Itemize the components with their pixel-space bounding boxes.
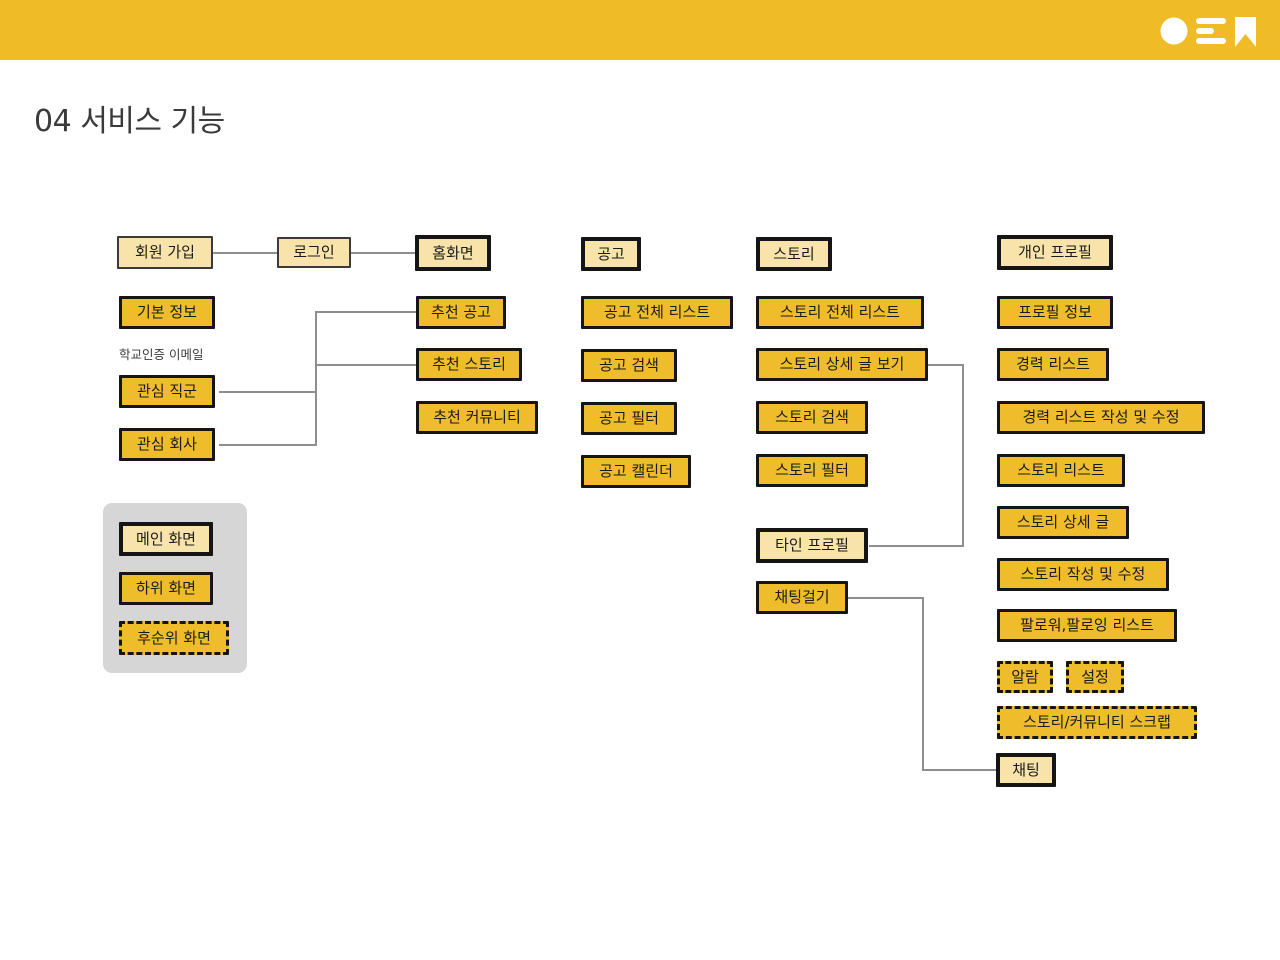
node-interest-job[interactable]: 관심 직군 xyxy=(119,375,215,408)
connector-elbow-to-chat xyxy=(922,769,997,771)
node-notice[interactable]: 공고 xyxy=(581,237,641,271)
node-career-list-edit[interactable]: 경력 리스트 작성 및 수정 xyxy=(997,401,1205,434)
node-notice-calendar[interactable]: 공고 캘린더 xyxy=(581,455,691,488)
logo-bar-middle-icon xyxy=(1196,28,1214,34)
connector-story-detail-elbow xyxy=(962,364,964,547)
node-follower-following-list[interactable]: 팔로워,팔로잉 리스트 xyxy=(997,609,1177,642)
node-profile-info[interactable]: 프로필 정보 xyxy=(997,296,1113,329)
node-basic-info[interactable]: 기본 정보 xyxy=(119,296,215,329)
node-notice-search[interactable]: 공고 검색 xyxy=(581,349,677,382)
legend-item-main-screen: 메인 화면 xyxy=(119,522,213,556)
node-story-all-list[interactable]: 스토리 전체 리스트 xyxy=(756,296,924,329)
connector-chat-elbow xyxy=(922,597,924,771)
node-story-search[interactable]: 스토리 검색 xyxy=(756,401,868,434)
node-recommended-community[interactable]: 추천 커뮤니티 xyxy=(416,401,538,434)
node-story-detail-post[interactable]: 스토리 상세 글 xyxy=(997,506,1129,539)
connector-login-to-home xyxy=(351,252,415,254)
connector-interest-company-to-trunk xyxy=(219,444,317,446)
connector-start-chat-to-elbow xyxy=(848,597,924,599)
connector-interest-job-to-trunk xyxy=(219,391,317,393)
page-title: 04 서비스 기능 xyxy=(34,104,225,139)
node-notice-filter[interactable]: 공고 필터 xyxy=(581,402,677,435)
connector-story-detail-to-elbow xyxy=(928,364,964,366)
brand-logo xyxy=(1160,17,1256,47)
node-chat[interactable]: 채팅 xyxy=(996,753,1056,787)
node-story[interactable]: 스토리 xyxy=(756,237,832,271)
annotation-school-email: 학교인증 이메일 xyxy=(119,347,204,362)
node-recommended-story[interactable]: 추천 스토리 xyxy=(416,348,522,381)
node-notification[interactable]: 알람 xyxy=(997,661,1053,693)
node-signup[interactable]: 회원 가입 xyxy=(117,236,213,269)
legend-item-low-priority-screen: 후순위 화면 xyxy=(119,621,229,655)
node-story-list[interactable]: 스토리 리스트 xyxy=(997,454,1125,487)
node-settings[interactable]: 설정 xyxy=(1066,661,1124,693)
legend-item-sub-screen: 하위 화면 xyxy=(119,572,213,605)
node-notice-all-list[interactable]: 공고 전체 리스트 xyxy=(581,296,733,329)
node-home[interactable]: 홈화면 xyxy=(415,235,491,271)
connector-recommend-trunk xyxy=(315,312,317,446)
connector-signup-to-login xyxy=(213,252,277,254)
node-interest-company[interactable]: 관심 회사 xyxy=(119,428,215,461)
logo-bar-bottom-icon xyxy=(1196,38,1226,44)
node-story-write-edit[interactable]: 스토리 작성 및 수정 xyxy=(997,558,1169,591)
node-other-profile[interactable]: 타인 프로필 xyxy=(756,528,868,563)
connector-trunk-to-recommend-story xyxy=(315,364,416,366)
node-login[interactable]: 로그인 xyxy=(277,237,351,268)
header-bar xyxy=(0,0,1280,60)
node-story-filter[interactable]: 스토리 필터 xyxy=(756,454,868,487)
logo-circle-icon xyxy=(1160,17,1188,45)
node-career-list[interactable]: 경력 리스트 xyxy=(997,348,1109,381)
connector-trunk-to-recommend-notice xyxy=(315,311,416,313)
node-story-detail-view[interactable]: 스토리 상세 글 보기 xyxy=(756,348,928,381)
node-personal-profile[interactable]: 개인 프로필 xyxy=(997,235,1113,270)
node-story-community-scrap[interactable]: 스토리/커뮤니티 스크랩 xyxy=(997,706,1197,739)
node-start-chat[interactable]: 채팅걸기 xyxy=(756,581,848,614)
node-recommended-notice[interactable]: 추천 공고 xyxy=(416,296,506,329)
connector-elbow-to-other-profile xyxy=(869,545,964,547)
logo-bookmark-icon xyxy=(1235,17,1256,47)
logo-bar-top-icon xyxy=(1196,18,1226,24)
